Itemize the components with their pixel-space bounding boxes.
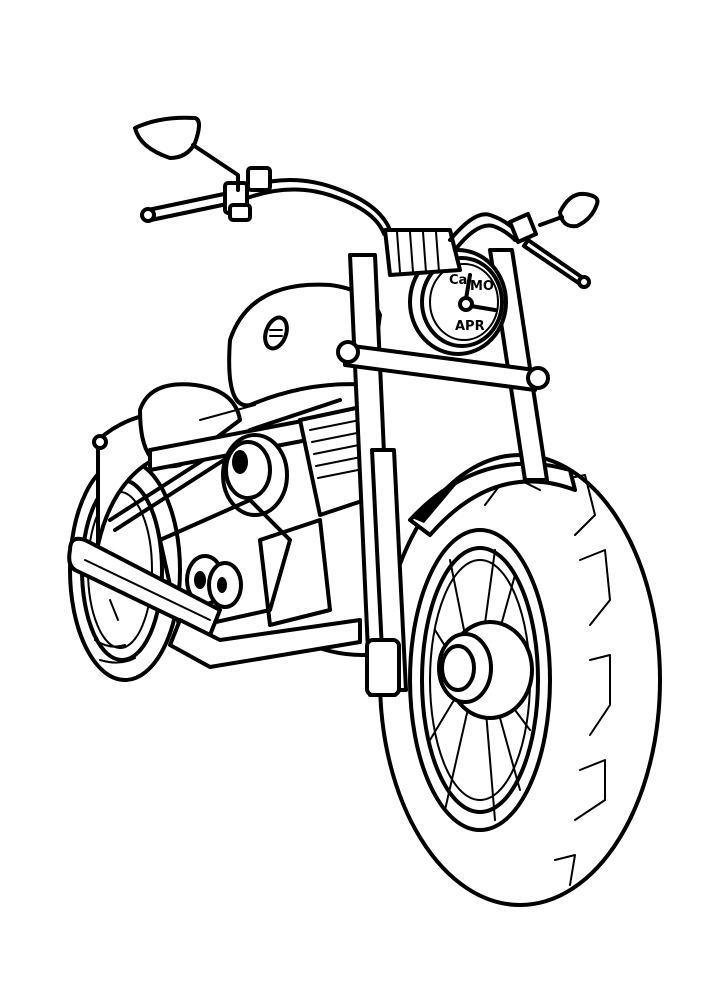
- handlebar-riser: [383, 228, 462, 277]
- tank-emblem: [263, 315, 289, 351]
- headlight-gauge: Ca MO APR: [408, 248, 508, 356]
- gauge-label-top-right: MO: [470, 279, 494, 294]
- right-mirror: [538, 191, 600, 229]
- front-wheel: [378, 453, 662, 907]
- right-grip: [508, 212, 591, 289]
- gauge-label-top-left: Ca: [449, 273, 467, 288]
- exhaust-pipes: [67, 536, 362, 669]
- handlebar: [238, 178, 517, 252]
- left-grip: [140, 166, 272, 223]
- gauge-label-bottom: APR: [455, 319, 485, 334]
- left-mirror: [133, 115, 240, 192]
